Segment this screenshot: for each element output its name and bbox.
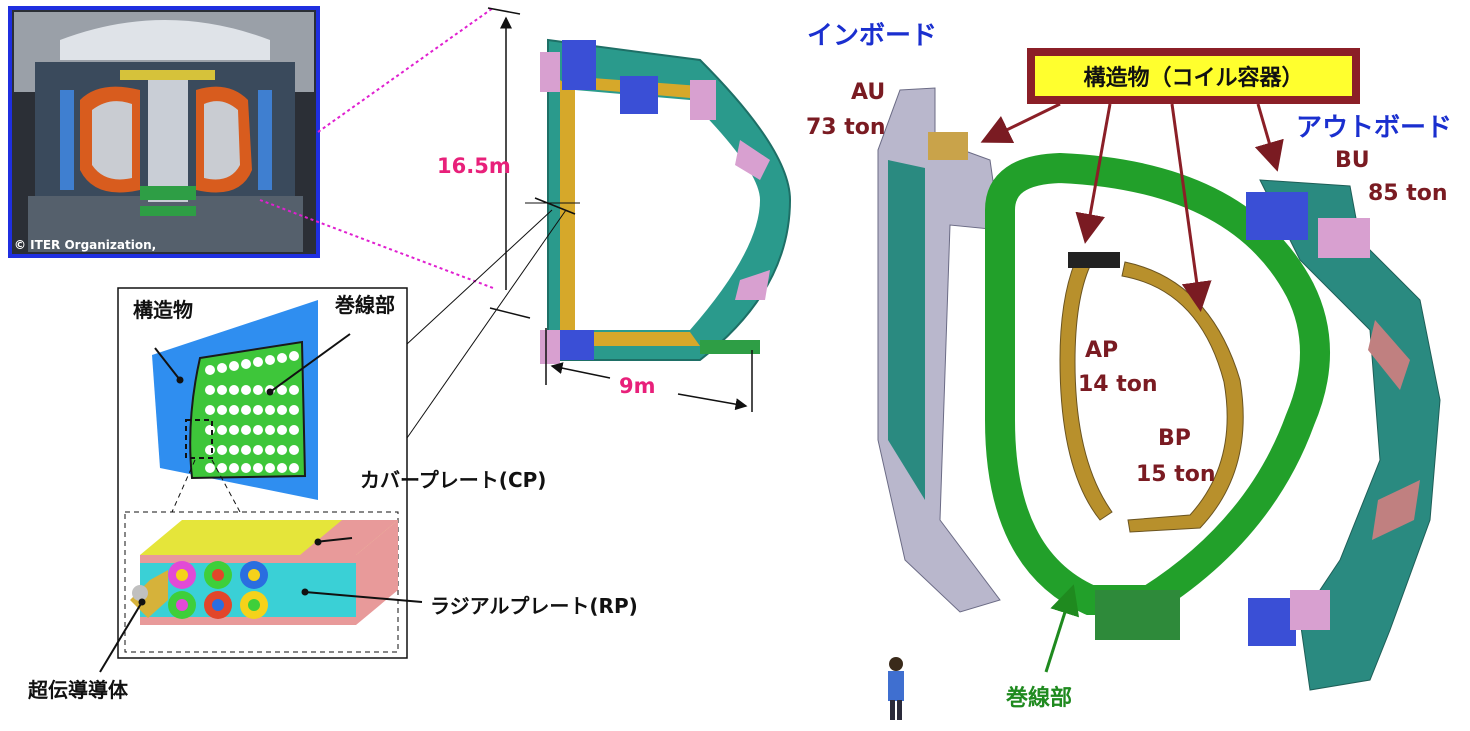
ap-mass: 14 ton <box>1078 372 1158 397</box>
arrow-to-bp <box>1170 103 1212 312</box>
outboard-label: アウトボード <box>1296 113 1453 143</box>
bp-name: BP <box>1158 426 1191 451</box>
radial-plate-label: ラジアルプレート(RP) <box>430 594 638 618</box>
arrow-to-winding <box>1044 584 1080 673</box>
person-scale-figure <box>888 657 904 720</box>
au-name: AU <box>851 80 886 105</box>
exploded-coil-view <box>877 87 1441 720</box>
ap-name: AP <box>1085 338 1119 363</box>
bp-mass: 15 ton <box>1136 462 1216 487</box>
height-label: 16.5m <box>437 154 511 178</box>
au-mass: 73 ton <box>806 115 886 140</box>
section-cut-marker <box>534 197 576 215</box>
winding-label: 巻線部 <box>335 293 395 317</box>
inboard-label: インボード <box>807 21 938 51</box>
conductor-grid <box>205 351 299 473</box>
winding-label-right: 巻線部 <box>1006 686 1073 711</box>
structure-banner-text: 構造物（コイル容器） <box>1035 56 1352 96</box>
copyright-notice: © ITER Organization, <box>14 238 157 252</box>
superconductor-label: 超伝導導体 <box>28 678 128 702</box>
detail-marker <box>185 419 213 459</box>
cover-plate-label: カバープレート(CP) <box>360 468 547 492</box>
cross-section-box <box>99 287 423 673</box>
callout-line-lower <box>406 209 567 439</box>
tf-coil-drawing <box>540 38 792 364</box>
width-dimension <box>545 328 753 412</box>
bu-name: BU <box>1335 148 1370 173</box>
iter-tokamak-image <box>8 6 320 258</box>
zoom-line-top <box>317 7 494 133</box>
arrow-to-ap <box>1075 103 1112 244</box>
arrow-to-bu <box>1254 103 1284 172</box>
structure-banner: 構造物（コイル容器） <box>1027 48 1360 104</box>
width-label: 9m <box>619 374 656 398</box>
bu-mass: 85 ton <box>1368 181 1448 206</box>
conductor-cross-sections <box>168 561 268 619</box>
structure-label: 構造物 <box>133 298 193 322</box>
arrow-to-au <box>980 102 1061 143</box>
callout-line-upper <box>406 209 553 345</box>
